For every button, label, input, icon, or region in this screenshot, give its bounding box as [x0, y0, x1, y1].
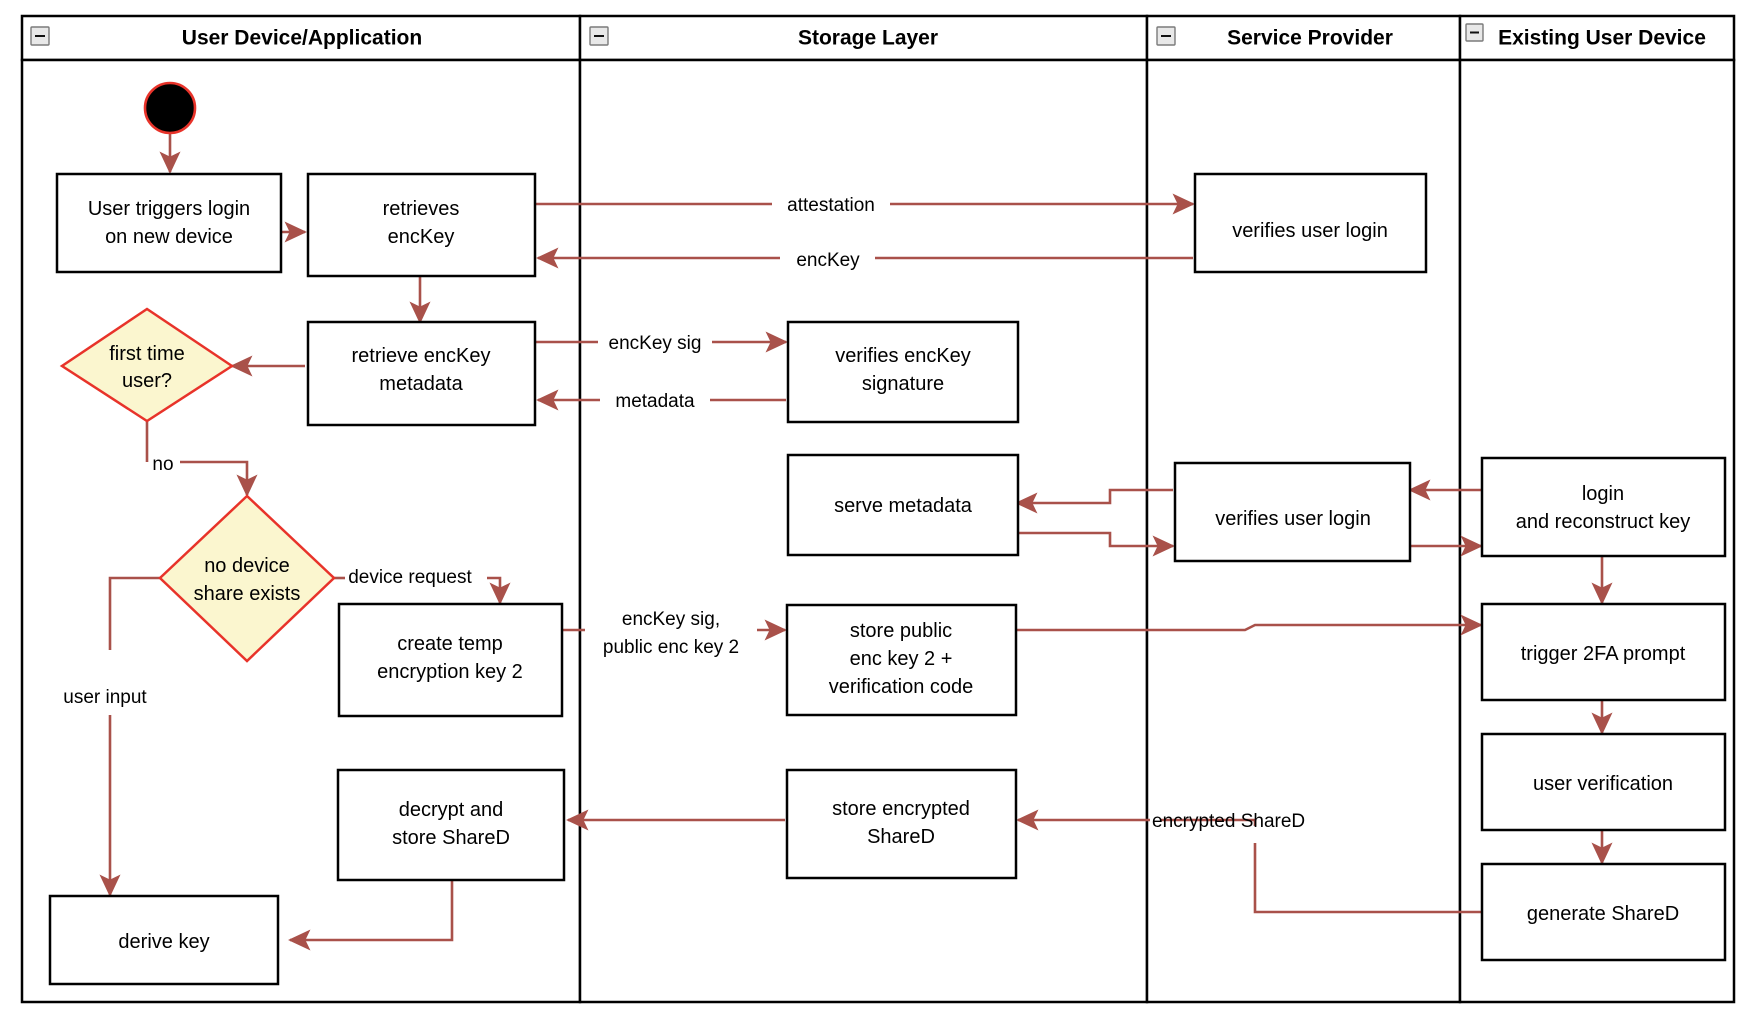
edge-label-no: no — [152, 454, 173, 475]
node-serve-metadata[interactable]: serve metadata — [786, 453, 1020, 557]
node-label-line: metadata — [379, 373, 463, 395]
node-label-line: first time — [109, 343, 185, 365]
edge-decrypt-to-derivekey — [288, 880, 454, 951]
node-label-line: enc key 2 + — [850, 648, 953, 670]
node-user-triggers-login[interactable]: User triggers login on new device — [55, 172, 283, 274]
node-label-line: decrypt and — [399, 799, 504, 821]
collapse-minus-icon[interactable] — [30, 26, 50, 46]
node-label-line: no device — [204, 555, 290, 577]
collapse-minus-icon[interactable] — [1465, 23, 1484, 42]
lane-titles: User Device/Application Storage Layer Se… — [182, 27, 1706, 50]
node-label-line: signature — [862, 373, 944, 395]
node-label-line: share exists — [194, 583, 301, 605]
edge-storepub-to-2fa — [1011, 614, 1483, 636]
node-first-time-user[interactable]: first time user? — [59, 307, 235, 423]
initial-node[interactable] — [143, 81, 197, 135]
edge-labels: attestation encKey encKey sig metadata n… — [63, 195, 1305, 832]
node-label-line: trigger 2FA prompt — [1521, 643, 1686, 665]
edge-label-attestation: attestation — [787, 195, 875, 216]
node-label-line: create temp — [397, 633, 503, 655]
node-no-device-share-exists[interactable]: no device share exists — [158, 494, 336, 663]
node-label-line: verifies encKey — [835, 345, 971, 367]
node-verifies-enckey-signature[interactable]: verifies encKey signature — [786, 320, 1020, 424]
lane-title-storage: Storage Layer — [798, 27, 938, 50]
edge-label-encrypted-shared: encrypted ShareD — [1152, 811, 1305, 832]
edge-userinput-a — [108, 576, 160, 650]
edge-label-enckey: encKey — [796, 250, 860, 271]
node-label-line: login — [1582, 483, 1624, 505]
node-login-and-reconstruct-key[interactable]: login and reconstruct key — [1480, 456, 1727, 558]
node-label-line: verification code — [829, 676, 974, 698]
node-store-encrypted-shared[interactable]: store encrypted ShareD — [785, 768, 1018, 880]
node-verifies-user-login-mid[interactable]: verifies user login — [1173, 461, 1412, 563]
lane-header-user-device[interactable] — [20, 14, 582, 62]
node-label-line: verifies user login — [1215, 508, 1371, 530]
node-store-public-enc-key-2[interactable]: store public enc key 2 + verification co… — [785, 603, 1018, 717]
node-generate-shared[interactable]: generate ShareD — [1480, 862, 1727, 962]
edge-label-enckey-sig-pub-2: public enc key 2 — [603, 637, 739, 658]
node-label-line: verifies user login — [1232, 220, 1388, 242]
node-label-line: encryption key 2 — [377, 661, 523, 683]
edge-verifies-to-servemetadata — [1015, 488, 1173, 514]
collapse-minus-icon[interactable] — [1156, 26, 1176, 46]
edge-servemetadata-to-verifies — [1017, 531, 1175, 557]
node-label-line: store ShareD — [392, 827, 510, 849]
node-retrieve-enckey-metadata[interactable]: retrieve encKey metadata — [306, 320, 537, 427]
edge-encshared-a — [1253, 843, 1481, 914]
node-create-temp-encryption-key-2[interactable]: create temp encryption key 2 — [337, 602, 564, 718]
node-label-line: user? — [122, 370, 172, 392]
node-label-line: encKey — [388, 226, 455, 248]
flow-edges — [99, 130, 1613, 951]
lane-title-existing-device: Existing User Device — [1498, 27, 1706, 50]
node-verifies-user-login-top[interactable]: verifies user login — [1193, 172, 1428, 274]
node-label-line: ShareD — [867, 826, 935, 848]
node-label-line: store public — [850, 620, 952, 642]
edge-label-device-request: device request — [348, 567, 472, 588]
edge-label-enckey-sig-pub-1: encKey sig, — [622, 609, 720, 630]
lane-collapse-icons[interactable] — [30, 23, 1484, 46]
node-label-line: serve metadata — [834, 495, 973, 517]
node-label-line: retrieve encKey — [352, 345, 491, 367]
node-derive-key[interactable]: derive key — [48, 894, 280, 986]
node-label-line: retrieves — [383, 198, 460, 220]
edge-encshared-b — [1160, 818, 1257, 826]
collapse-minus-icon[interactable] — [589, 26, 609, 46]
node-label-line: store encrypted — [832, 798, 970, 820]
node-label-line: User triggers login — [88, 198, 250, 220]
node-decrypt-and-store-shared[interactable]: decrypt and store ShareD — [336, 768, 566, 882]
lane-title-user-device: User Device/Application — [182, 27, 422, 50]
node-retrieves-enckey[interactable]: retrieves encKey — [306, 172, 537, 278]
edge-label-enckey-sig: encKey sig — [609, 333, 702, 354]
node-label-line: user verification — [1533, 773, 1673, 795]
node-label-line: generate ShareD — [1527, 903, 1679, 925]
lane-title-service-provider: Service Provider — [1227, 27, 1393, 50]
node-label-line: on new device — [105, 226, 233, 248]
node-label-line: and reconstruct key — [1516, 511, 1691, 533]
edge-no-elbow — [180, 460, 258, 497]
edge-label-metadata: metadata — [615, 391, 695, 412]
edge-devreq-b — [487, 576, 511, 605]
node-trigger-2fa-prompt[interactable]: trigger 2FA prompt — [1480, 602, 1727, 702]
node-label-line: derive key — [118, 931, 209, 953]
node-user-verification[interactable]: user verification — [1480, 732, 1727, 832]
edge-label-user-input: user input — [63, 687, 147, 708]
